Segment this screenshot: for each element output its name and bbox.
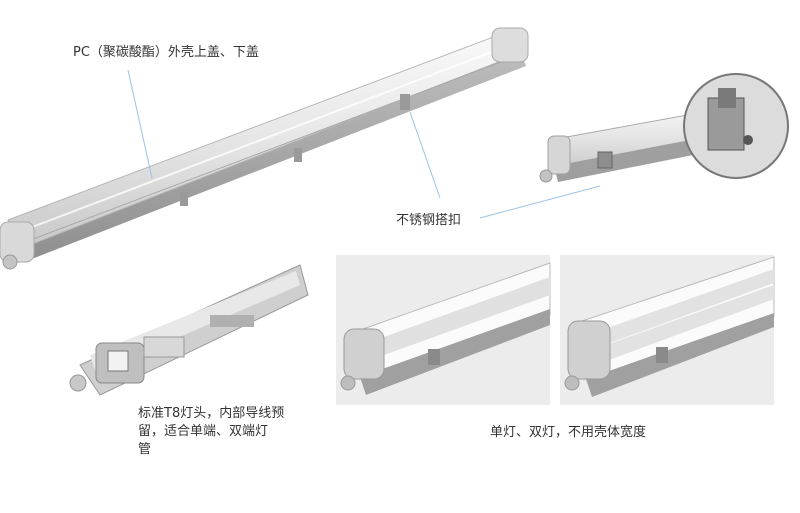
single-double-label: 单灯、双灯，不用壳体宽度 bbox=[490, 425, 647, 440]
single-lamp-image bbox=[340, 262, 551, 395]
t8-label: 标准T8灯头，内部导线预 留，适合单端、双端灯 管 bbox=[138, 405, 308, 459]
pc-cover-label: PC（聚碳酸酯）外壳上盖、下盖 bbox=[73, 45, 259, 60]
clip-detail-image bbox=[539, 73, 789, 183]
t8-label-line-1: 标准T8灯头，内部导线预 bbox=[138, 406, 285, 421]
main-fixture-image bbox=[0, 27, 529, 270]
t8-endcap-image bbox=[69, 264, 309, 396]
double-lamp-image bbox=[564, 256, 775, 397]
t8-label-line-2: 留，适合单端、双端灯 bbox=[138, 424, 269, 439]
steel-clip-label: 不锈钢搭扣 bbox=[396, 213, 462, 228]
t8-label-line-3: 管 bbox=[138, 442, 152, 457]
single-lamp-photo bbox=[336, 255, 551, 405]
double-lamp-photo bbox=[560, 255, 775, 405]
